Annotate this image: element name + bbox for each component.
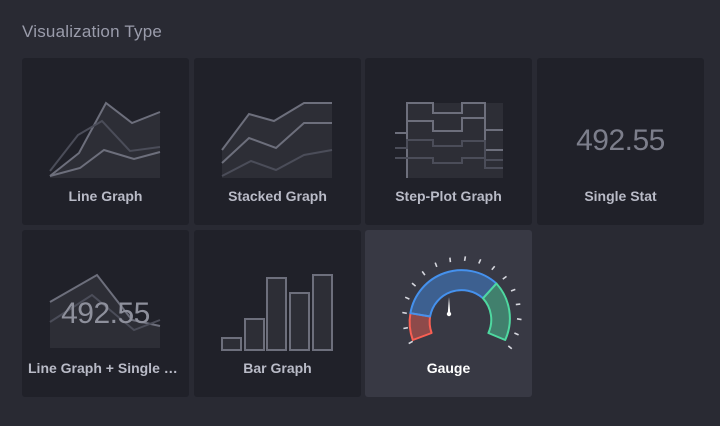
- single-stat-value: 492.55: [576, 124, 665, 157]
- gauge-green-segment: [482, 282, 511, 341]
- gauge-blue-segment: [409, 269, 498, 318]
- tile-label: Bar Graph: [243, 360, 312, 376]
- tile-step-plot-graph[interactable]: Step-Plot Graph: [365, 58, 532, 225]
- gauge-hub: [446, 311, 452, 317]
- tile-line-graph-single-stat[interactable]: 492.55 Line Graph + Single S...: [22, 230, 189, 397]
- single-stat-value: 492.55: [61, 297, 150, 330]
- tile-gauge[interactable]: Gauge: [365, 230, 532, 397]
- gauge-icon: [402, 256, 522, 350]
- tile-label: Line Graph: [68, 188, 143, 204]
- step-plot-graph-icon: [395, 102, 503, 178]
- gauge-needle: [447, 297, 451, 314]
- section-title: Visualization Type: [22, 22, 163, 41]
- tile-stacked-graph[interactable]: Stacked Graph: [194, 58, 361, 225]
- line-graph-single-stat-icon: [49, 273, 161, 348]
- gauge-red-segment: [408, 312, 433, 341]
- tile-line-graph[interactable]: Line Graph: [22, 58, 189, 225]
- tile-single-stat[interactable]: 492.55 Single Stat: [537, 58, 704, 225]
- tile-label: Line Graph + Single S...: [28, 360, 183, 376]
- tile-bar-graph[interactable]: Bar Graph: [194, 230, 361, 397]
- tile-label: Stacked Graph: [228, 188, 327, 204]
- tile-label: Gauge: [426, 360, 471, 376]
- bar-graph-icon: [221, 274, 333, 351]
- line-graph-icon: [49, 101, 161, 178]
- stacked-graph-icon: [221, 102, 333, 178]
- gauge-ticks: [402, 256, 522, 350]
- tile-label: Single Stat: [584, 188, 657, 204]
- tile-label: Step-Plot Graph: [395, 188, 502, 204]
